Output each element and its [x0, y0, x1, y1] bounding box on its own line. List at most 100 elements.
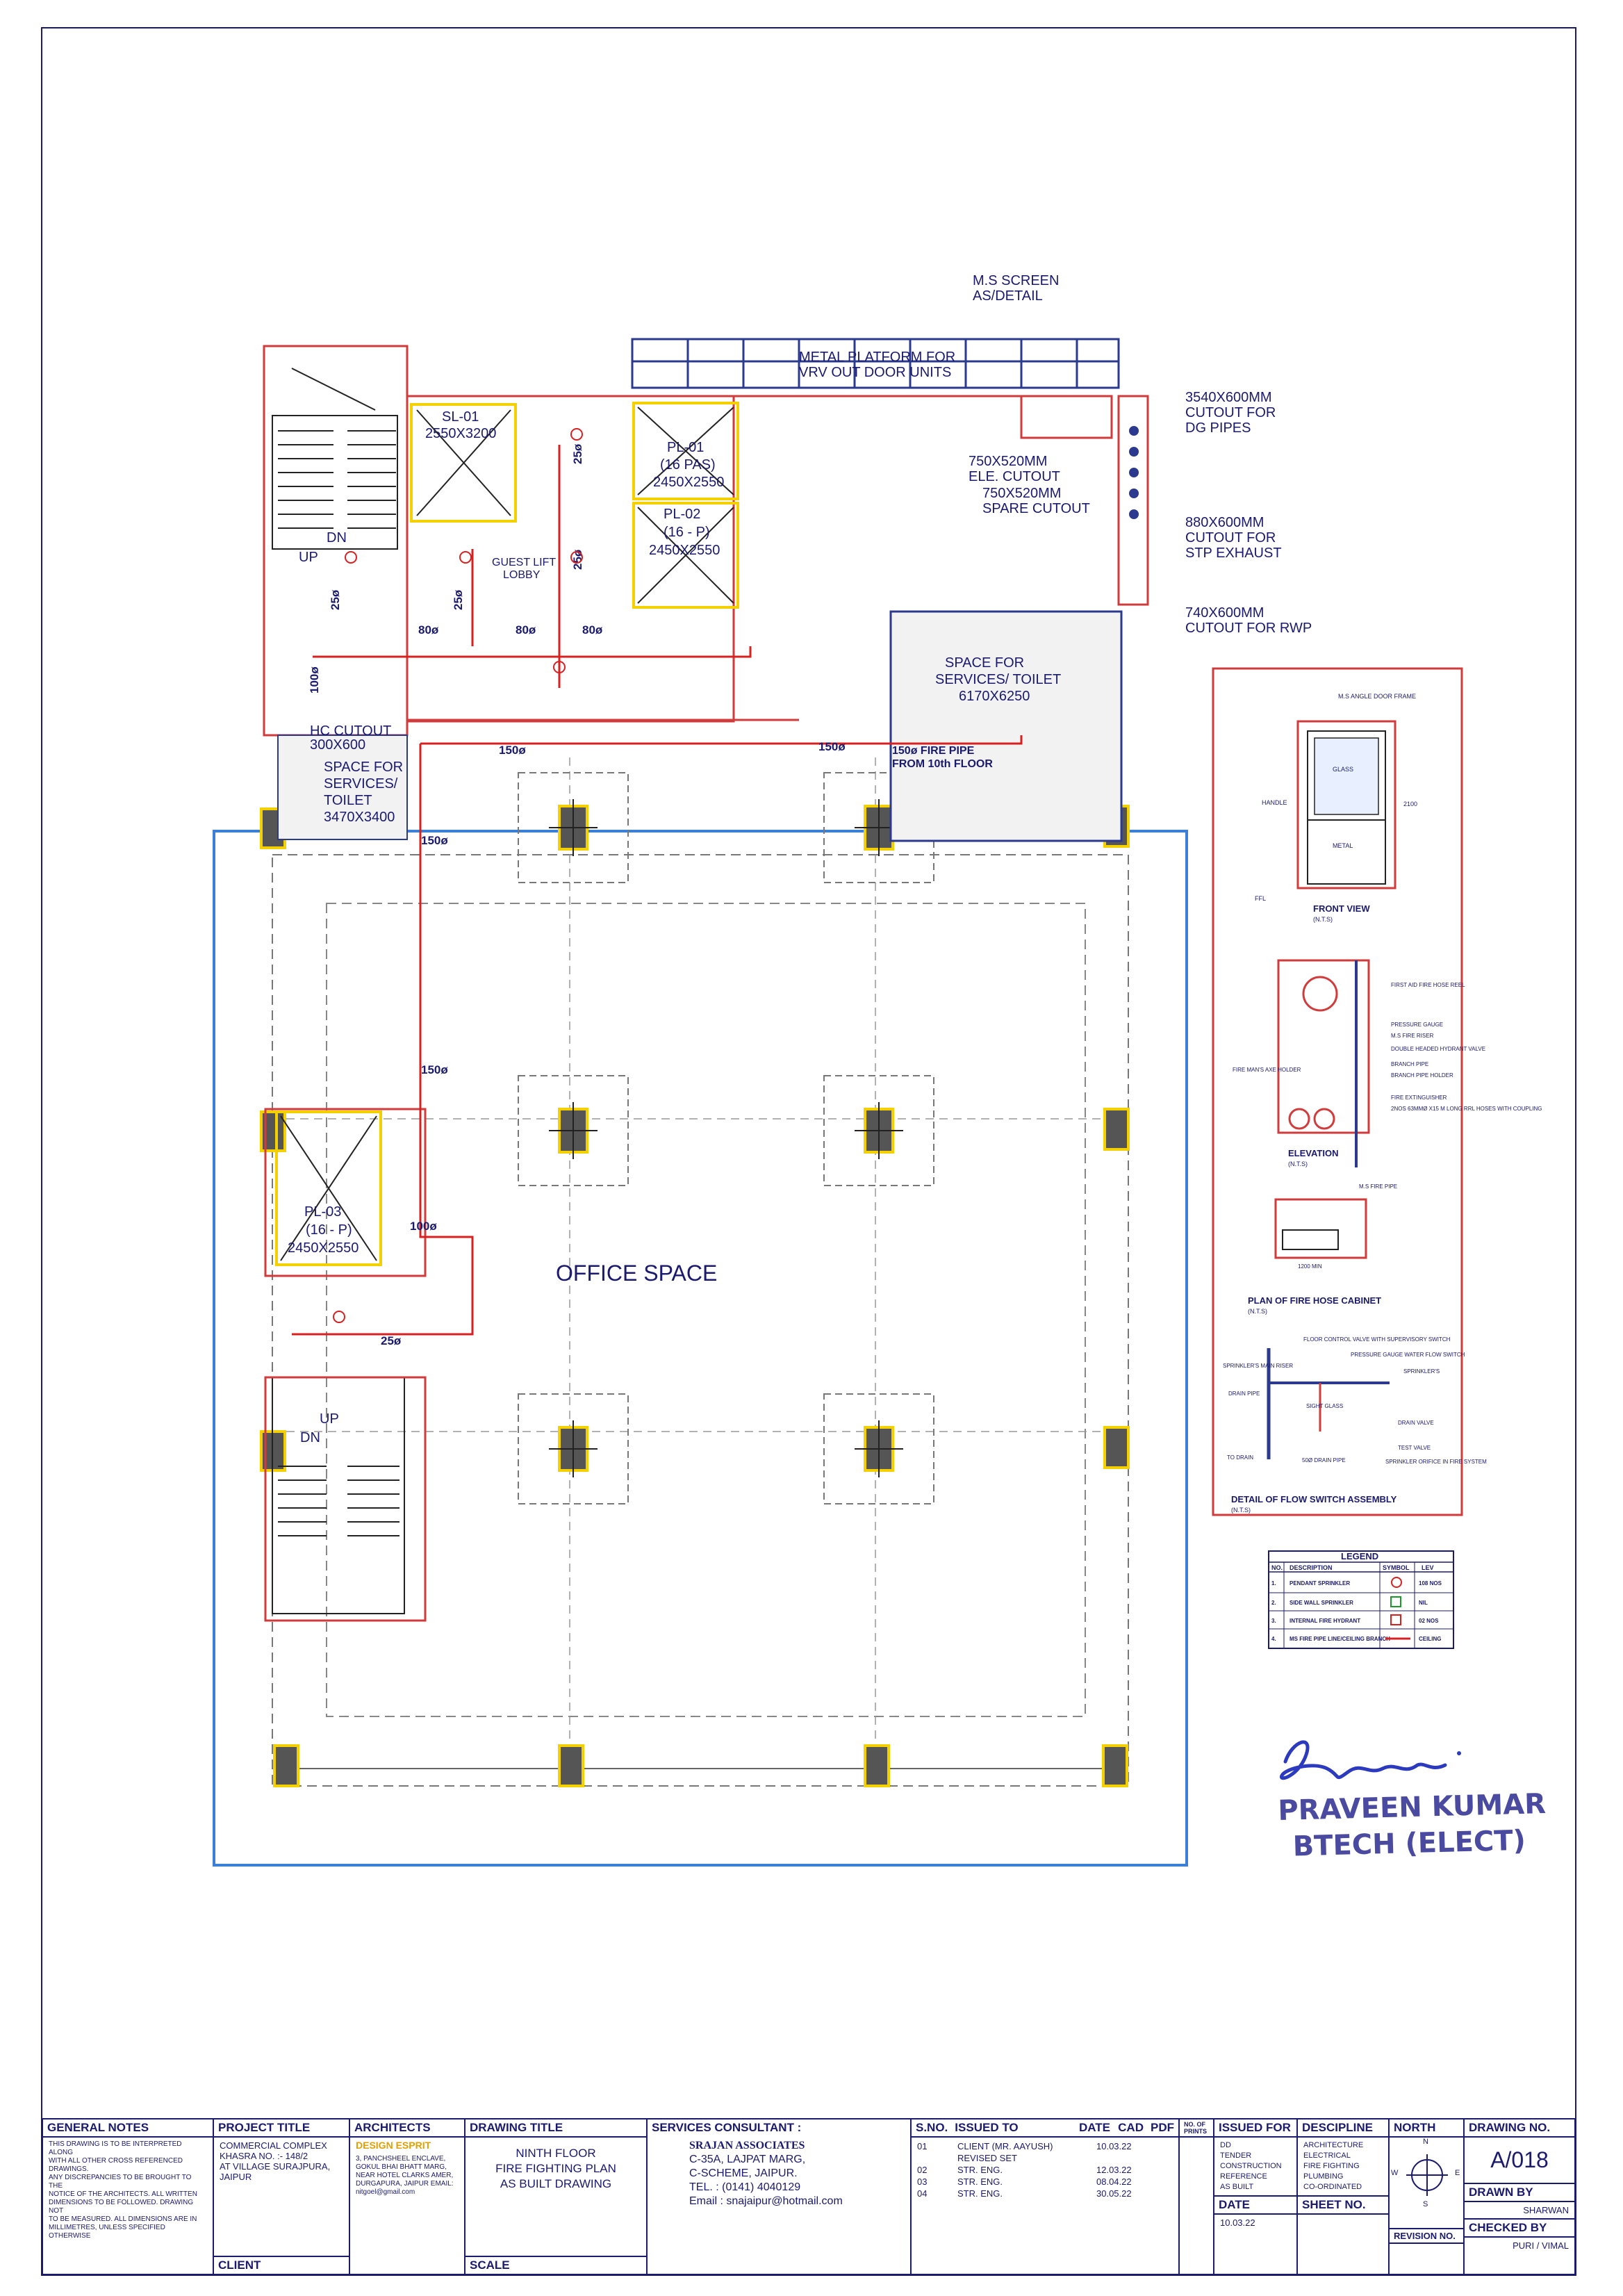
drain-pipe-50-label: 50Ø DRAIN PIPE — [1302, 1457, 1346, 1463]
nts-3: (N.T.S) — [1248, 1308, 1267, 1315]
test-valve-label: TEST VALVE — [1398, 1445, 1431, 1451]
pipe-80-b: 80ø — [516, 623, 536, 637]
to-drain-label: TO DRAIN — [1227, 1454, 1253, 1461]
fire-ext-label: FIRE EXTINGUISHER — [1391, 1094, 1447, 1101]
up-label-top: UP — [299, 550, 318, 565]
ffl-label: FFL — [1255, 895, 1266, 902]
hoses-label: 2NOS 63MMØ X15 M LONG RRL HOSES WITH COU… — [1391, 1106, 1542, 1112]
services-left-4: 3470X3400 — [324, 810, 395, 825]
services-consultant: SERVICES CONSULTANT : SRAJAN ASSOCIATES … — [648, 2119, 912, 2274]
no-of-prints: NO. OF PRINTS — [1180, 2119, 1214, 2274]
legend-row-lev: 108 NOS — [1419, 1580, 1442, 1586]
svg-text:3.: 3. — [1271, 1618, 1276, 1624]
drain-valve-label: DRAIN VALVE — [1398, 1420, 1434, 1426]
services-toilet-3: 6170X6250 — [959, 689, 1030, 704]
pl02-type: (16 - P) — [664, 525, 710, 540]
sprinklers — [333, 428, 583, 1323]
cutout-stp-3: STP EXHAUST — [1185, 546, 1282, 561]
cutout-dg-3: DG PIPES — [1185, 420, 1251, 436]
drawing-number-value: A/018 — [1490, 2147, 1549, 2172]
pipe-100-b: 100ø — [410, 1220, 437, 1233]
glass-label: GLASS — [1333, 766, 1353, 773]
hc-cutout-2: 300X600 — [310, 737, 365, 753]
sheet-border — [41, 27, 1576, 2276]
svg-text:CEILING: CEILING — [1419, 1636, 1441, 1642]
pg-wfs-label: PRESSURE GAUGE WATER FLOW SWITCH — [1351, 1352, 1465, 1358]
pl01-label: PL-01 — [667, 440, 704, 455]
legend-title: LEGEND — [1341, 1551, 1378, 1561]
fire-pipe-note-1: 150ø FIRE PIPE — [892, 745, 975, 757]
discipline: DESCIPLINE ARCHITECTURE ELECTRICAL FIRE … — [1298, 2119, 1390, 2274]
north: NORTH N W S E REVISION NO. — [1390, 2119, 1465, 2274]
metal-label: METAL — [1333, 842, 1353, 849]
services-toilet-2: SERVICES/ TOILET — [935, 672, 1061, 687]
office-space-label: OFFICE SPACE — [556, 1261, 717, 1286]
svg-text:LEV: LEV — [1422, 1564, 1434, 1571]
architects: ARCHITECTS DESIGN ESPRIT 3, PANCHSHEEL E… — [350, 2119, 466, 2274]
spare-cutout-1: 750X520MM — [982, 486, 1061, 501]
stamp-qualification: BTECH (ELECT) — [1292, 1824, 1526, 1863]
nts-2: (N.T.S) — [1288, 1161, 1308, 1167]
height-label: 2100 — [1403, 801, 1417, 807]
pipe-25-b: 25ø — [452, 589, 465, 610]
svg-text:4.: 4. — [1271, 1636, 1276, 1642]
services-left-1: SPACE FOR — [324, 760, 403, 775]
fire-man-label: FIRE MAN'S AXE HOLDER — [1233, 1067, 1301, 1073]
pipe-25-e: 25ø — [381, 1334, 402, 1347]
services-left-3: TOILET — [324, 793, 372, 808]
branch-pipe-label: BRANCH PIPE — [1391, 1061, 1428, 1067]
pl02-size: 2450X2550 — [649, 543, 720, 558]
handle-label: HANDLE — [1262, 799, 1287, 806]
ele-cutout-2: ELE. CUTOUT — [969, 469, 1060, 484]
signature — [1280, 1740, 1461, 1780]
ele-cutout-1: 750X520MM — [969, 454, 1047, 469]
dim-1200-label: 1200 MIN — [1298, 1263, 1322, 1270]
pipe-25-d: 25ø — [571, 443, 584, 464]
pl03-size: 2450X2550 — [288, 1240, 359, 1256]
ms-angle-label: M.S ANGLE DOOR FRAME — [1338, 693, 1416, 700]
svg-text:SIDE WALL SPRINKLER: SIDE WALL SPRINKLER — [1290, 1600, 1353, 1606]
project-title: PROJECT TITLE COMMERCIAL COMPLEX KHASRA … — [214, 2119, 350, 2274]
fire-pipes — [292, 445, 1023, 1336]
nts-1: (N.T.S) — [1313, 916, 1333, 923]
pipe-80-a: 80ø — [418, 623, 439, 637]
plan-fhc-title: PLAN OF FIRE HOSE CABINET — [1248, 1295, 1381, 1306]
front-view-title: FRONT VIEW — [1313, 903, 1370, 914]
pipe-100-a: 100ø — [308, 666, 321, 694]
pipe-150-c: 150ø — [421, 834, 448, 847]
sprinkler-main-label: SPRINKLER'S MAIN RISER — [1223, 1363, 1293, 1369]
branch-holder-label: BRANCH PIPE HOLDER — [1391, 1072, 1453, 1079]
engineer-stamp: PRAVEEN KUMAR BTECH (ELECT) — [1278, 1786, 1547, 1865]
sprinkler-orifice-label: SPRINKLER ORIFICE IN FIRE SYSTEM — [1385, 1459, 1487, 1465]
fire-pipe-note-2: FROM 10th FLOOR — [892, 758, 993, 770]
elevation-title: ELEVATION — [1288, 1148, 1338, 1158]
legend-row-no: 1. — [1271, 1580, 1276, 1586]
svg-text:NIL: NIL — [1419, 1600, 1428, 1606]
svg-text:NO.: NO. — [1271, 1564, 1283, 1571]
metal-platform-label-2: VRV OUT DOOR UNITS — [799, 365, 951, 380]
svg-text:02 NOS: 02 NOS — [1419, 1618, 1439, 1624]
cutout-rwp-2: CUTOUT FOR RWP — [1185, 621, 1312, 636]
sight-glass-label: SIGHT GLASS — [1306, 1403, 1343, 1409]
north-arrow-icon — [1406, 2154, 1448, 2196]
metal-platform-label-1: METAL PLATFORM FOR — [799, 350, 955, 365]
general-notes: GENERAL NOTES THIS DRAWING IS TO BE INTE… — [43, 2119, 214, 2274]
pipe-25-a: 25ø — [329, 589, 342, 610]
legend: LEGEND NO. DESCRIPTION SYMBOL LEV 1. PEN… — [1268, 1550, 1454, 1649]
detail-panel: M.S ANGLE DOOR FRAME GLASS HANDLE METAL … — [1212, 667, 1542, 1516]
metal-platform — [631, 338, 1120, 389]
svg-text:2.: 2. — [1271, 1600, 1276, 1606]
legend-row-desc: PENDANT SPRINKLER — [1290, 1580, 1350, 1586]
pl01-type: (16 PAS) — [660, 457, 716, 473]
sprinklers-label: SPRINKLER'S — [1403, 1368, 1440, 1375]
ms-screen-detail: AS/DETAIL — [973, 288, 1043, 304]
pl01-size: 2450X2550 — [653, 475, 724, 490]
title-block: GENERAL NOTES THIS DRAWING IS TO BE INTE… — [42, 2118, 1576, 2275]
cutout-stp-1: 880X600MM — [1185, 515, 1264, 530]
lobby-label-2: LOBBY — [503, 569, 541, 581]
pl02-label: PL-02 — [664, 507, 700, 522]
pl03-type: (16 - P) — [306, 1222, 352, 1238]
office-outline — [213, 830, 1188, 1867]
nts-4: (N.T.S) — [1231, 1507, 1251, 1514]
